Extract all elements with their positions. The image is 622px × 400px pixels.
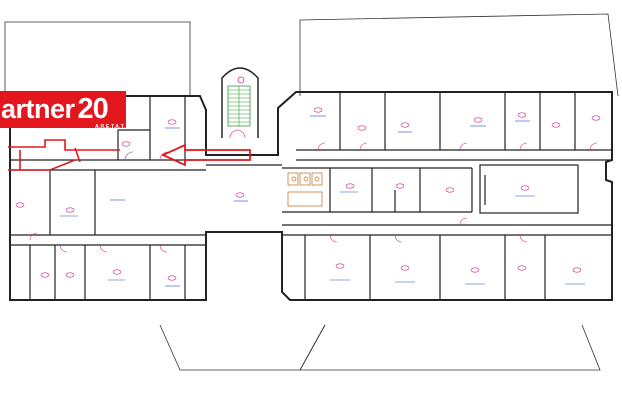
highlight-entrance bbox=[8, 139, 120, 171]
wc-block bbox=[287, 172, 323, 207]
stair-tower bbox=[221, 67, 259, 138]
logo-number: 20 bbox=[77, 93, 109, 125]
doors bbox=[29, 129, 598, 253]
partner-logo: artner 20 A.R.E.T.A.T. bbox=[0, 91, 126, 130]
room-markers bbox=[15, 107, 601, 281]
room-text-marks bbox=[60, 115, 585, 287]
context-outline bbox=[4, 13, 619, 371]
outer-walls bbox=[9, 91, 613, 301]
logo-word: artner bbox=[1, 94, 75, 124]
logo-subtext: A.R.E.T.A.T. bbox=[95, 124, 125, 130]
direction-arrow-icon bbox=[160, 143, 251, 167]
